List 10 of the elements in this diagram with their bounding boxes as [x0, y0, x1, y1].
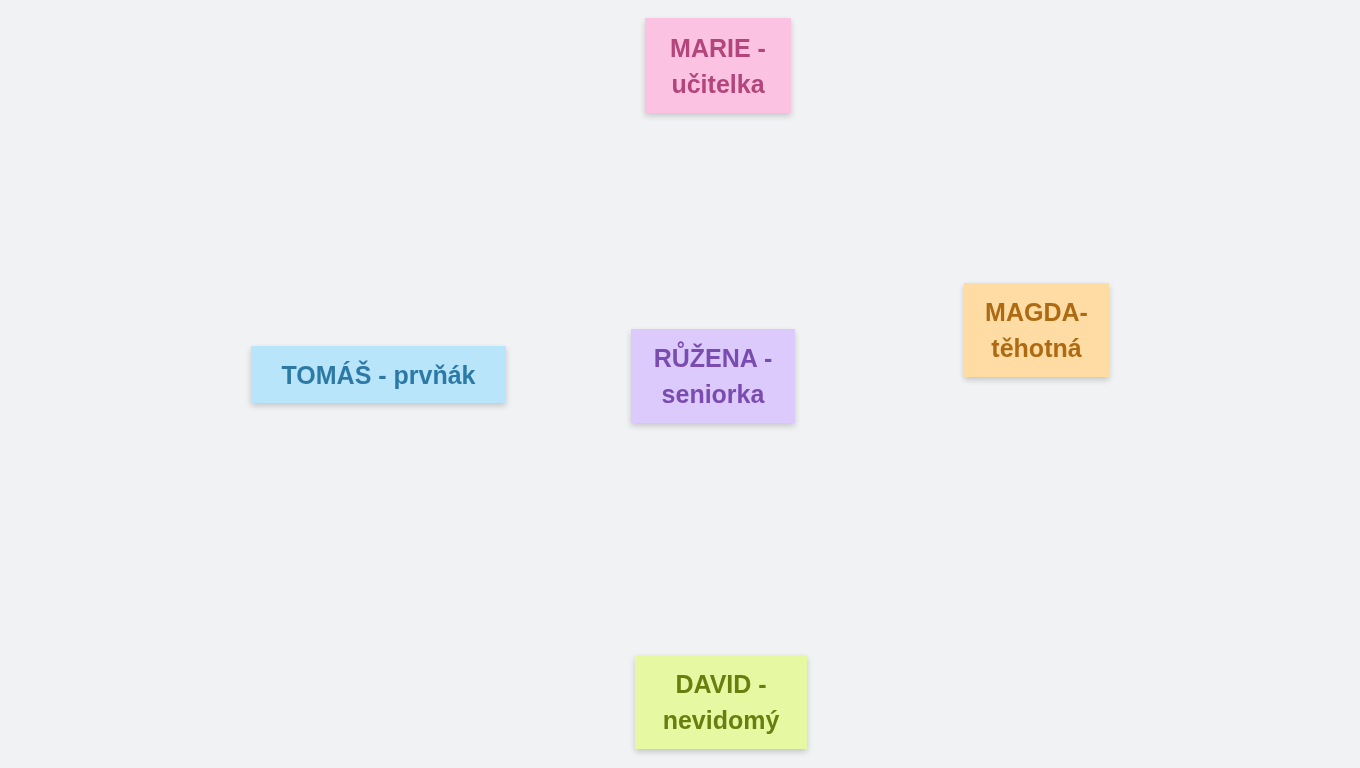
- note-label: DAVID - nevidomý: [661, 669, 781, 736]
- note-label: MARIE - učitelka: [669, 32, 767, 100]
- sticky-note: [635, 655, 807, 749]
- note-label: TOMÁŠ - prvňák: [281, 359, 476, 391]
- sticky-note: [964, 283, 1109, 377]
- sticky-note: [251, 346, 506, 403]
- sticky-note: [645, 18, 791, 113]
- note-label: MAGDA- těhotná: [984, 297, 1089, 364]
- sticky-note: [631, 329, 795, 423]
- note-label: RŮŽENA - seniorka: [641, 340, 785, 412]
